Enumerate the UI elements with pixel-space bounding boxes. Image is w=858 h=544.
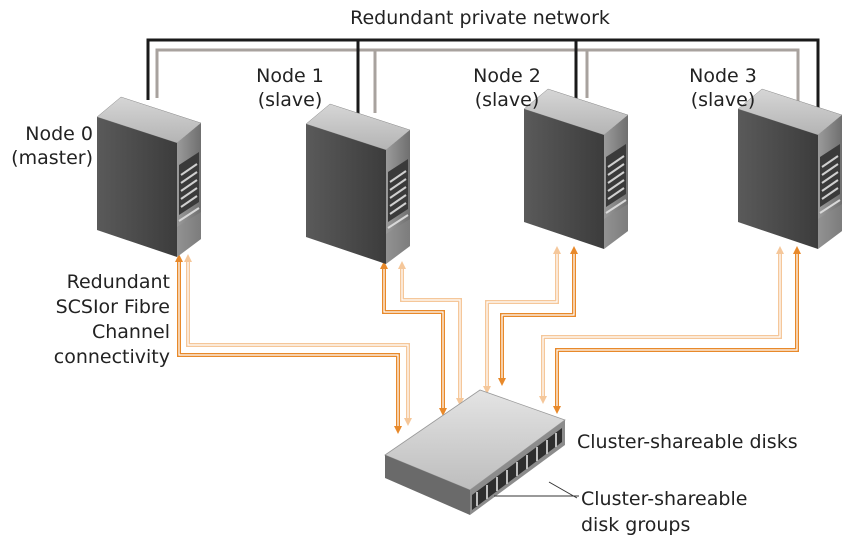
connectivity-paths (175, 246, 801, 434)
node-1-role: (slave) (257, 89, 323, 111)
node1-path-primary (380, 261, 447, 416)
node2-path-primary (498, 246, 578, 386)
node3-path-secondary (539, 246, 784, 404)
disk-group-callout (494, 481, 579, 499)
node1-path-secondary (398, 261, 464, 406)
private-network-cables (146, 38, 820, 117)
network-cable-black (146, 38, 820, 117)
node-0-role: (master) (11, 147, 93, 169)
cluster-disks-label: Cluster-shareable disks (577, 431, 798, 453)
node-3-label: Node 3 (slave) (678, 64, 768, 112)
node-1-name: Node 1 (256, 65, 324, 87)
node-3-name: Node 3 (689, 65, 757, 87)
shared-disk-array (384, 389, 566, 515)
node-0-name: Node 0 (25, 123, 93, 145)
network-cable-gray (155, 48, 800, 115)
disk-groups-label: Cluster-shareable disk groups (581, 488, 748, 536)
node-2-name: Node 2 (473, 65, 541, 87)
server-node-3 (737, 88, 843, 250)
node2-path-secondary (483, 246, 561, 394)
server-node-1 (305, 103, 411, 265)
server-node-2 (523, 88, 629, 250)
disk-slots (476, 433, 557, 506)
server-node-0 (96, 96, 202, 258)
network-label: Redundant private network (350, 7, 610, 29)
connectivity-label: Redundant SCSIor Fibre Channel connectiv… (53, 271, 170, 368)
node-2-label: Node 2 (slave) (462, 64, 552, 112)
node-1-label: Node 1 (slave) (245, 64, 335, 112)
node-0-label: Node 0 (master) (0, 122, 93, 170)
node-2-role: (slave) (474, 89, 540, 111)
node-3-role: (slave) (690, 89, 756, 111)
node0-path-secondary (184, 254, 412, 426)
node3-path-primary (553, 246, 801, 414)
